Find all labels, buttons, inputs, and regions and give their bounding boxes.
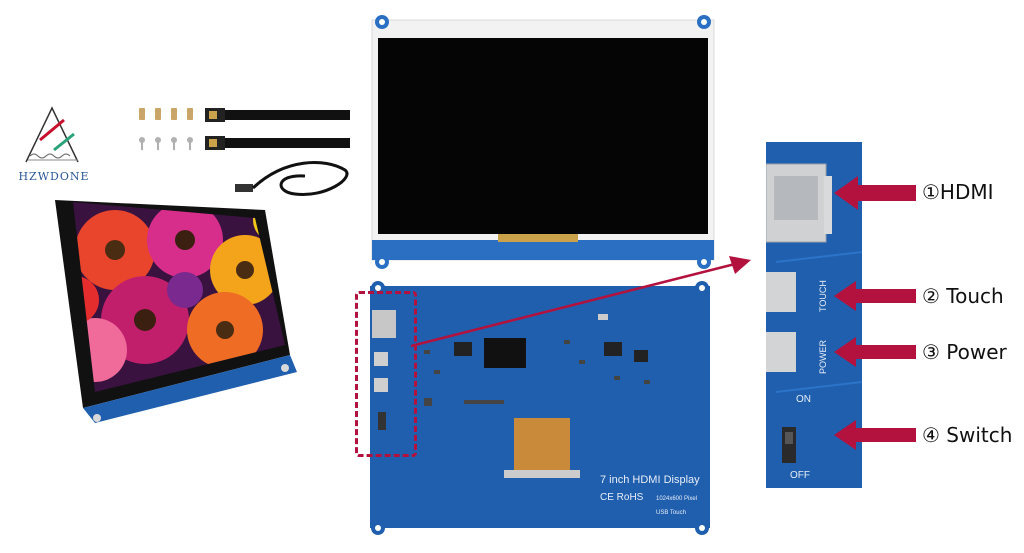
- connector-highlight-box: [355, 291, 417, 457]
- logo-mark-icon: [25, 106, 79, 163]
- hdmi-port: [372, 310, 396, 338]
- arrow-left-icon: [834, 420, 916, 450]
- on-silkscreen: ON: [796, 394, 811, 405]
- zoom-power-port: [766, 332, 796, 372]
- callout-label-hdmi: ①HDMI: [922, 180, 994, 204]
- resolution-silkscreen: 1024x600 Pixel: [656, 496, 697, 502]
- arrow-left-icon: [834, 337, 916, 367]
- callout-label-touch: ② Touch: [922, 284, 1004, 308]
- product-photo: [35, 180, 305, 430]
- screw-set: [135, 100, 205, 160]
- power-silkscreen: POWER: [818, 339, 828, 374]
- arrow-left-icon: [834, 281, 916, 311]
- usb-touch-silkscreen: USB Touch: [656, 510, 686, 516]
- touch-silkscreen: TOUCH: [818, 280, 828, 312]
- arrow-left-icon: [834, 176, 916, 210]
- callout-label-power: ③ Power: [922, 340, 1007, 364]
- callout-arrow-hdmi: [834, 176, 916, 210]
- black-screen: [378, 38, 708, 234]
- display-pcb-edge: [83, 355, 297, 423]
- display-front: [368, 12, 718, 274]
- pointer-arrow: [405, 250, 755, 360]
- off-silkscreen: OFF: [790, 470, 810, 481]
- callout-arrow-touch: [834, 281, 916, 311]
- controller-chip: [484, 338, 526, 368]
- model-silkscreen: 7 inch HDMI Display: [600, 474, 700, 486]
- cable-set: [205, 98, 355, 208]
- cert-silkscreen: CE RoHS: [600, 492, 644, 503]
- brand-name: HZWDONE: [18, 170, 90, 183]
- callout-arrow-power: [834, 337, 916, 367]
- arrow-icon: [410, 256, 751, 348]
- brand-logo: [18, 100, 88, 170]
- fpc-connector: [514, 418, 570, 474]
- zoom-touch-port: [766, 272, 796, 312]
- display-back-pcb: 7 inch HDMI Display CE RoHS 1024x600 Pix…: [364, 280, 716, 538]
- callout-label-switch: ④ Switch: [922, 423, 1013, 447]
- callout-arrow-switch: [834, 420, 916, 450]
